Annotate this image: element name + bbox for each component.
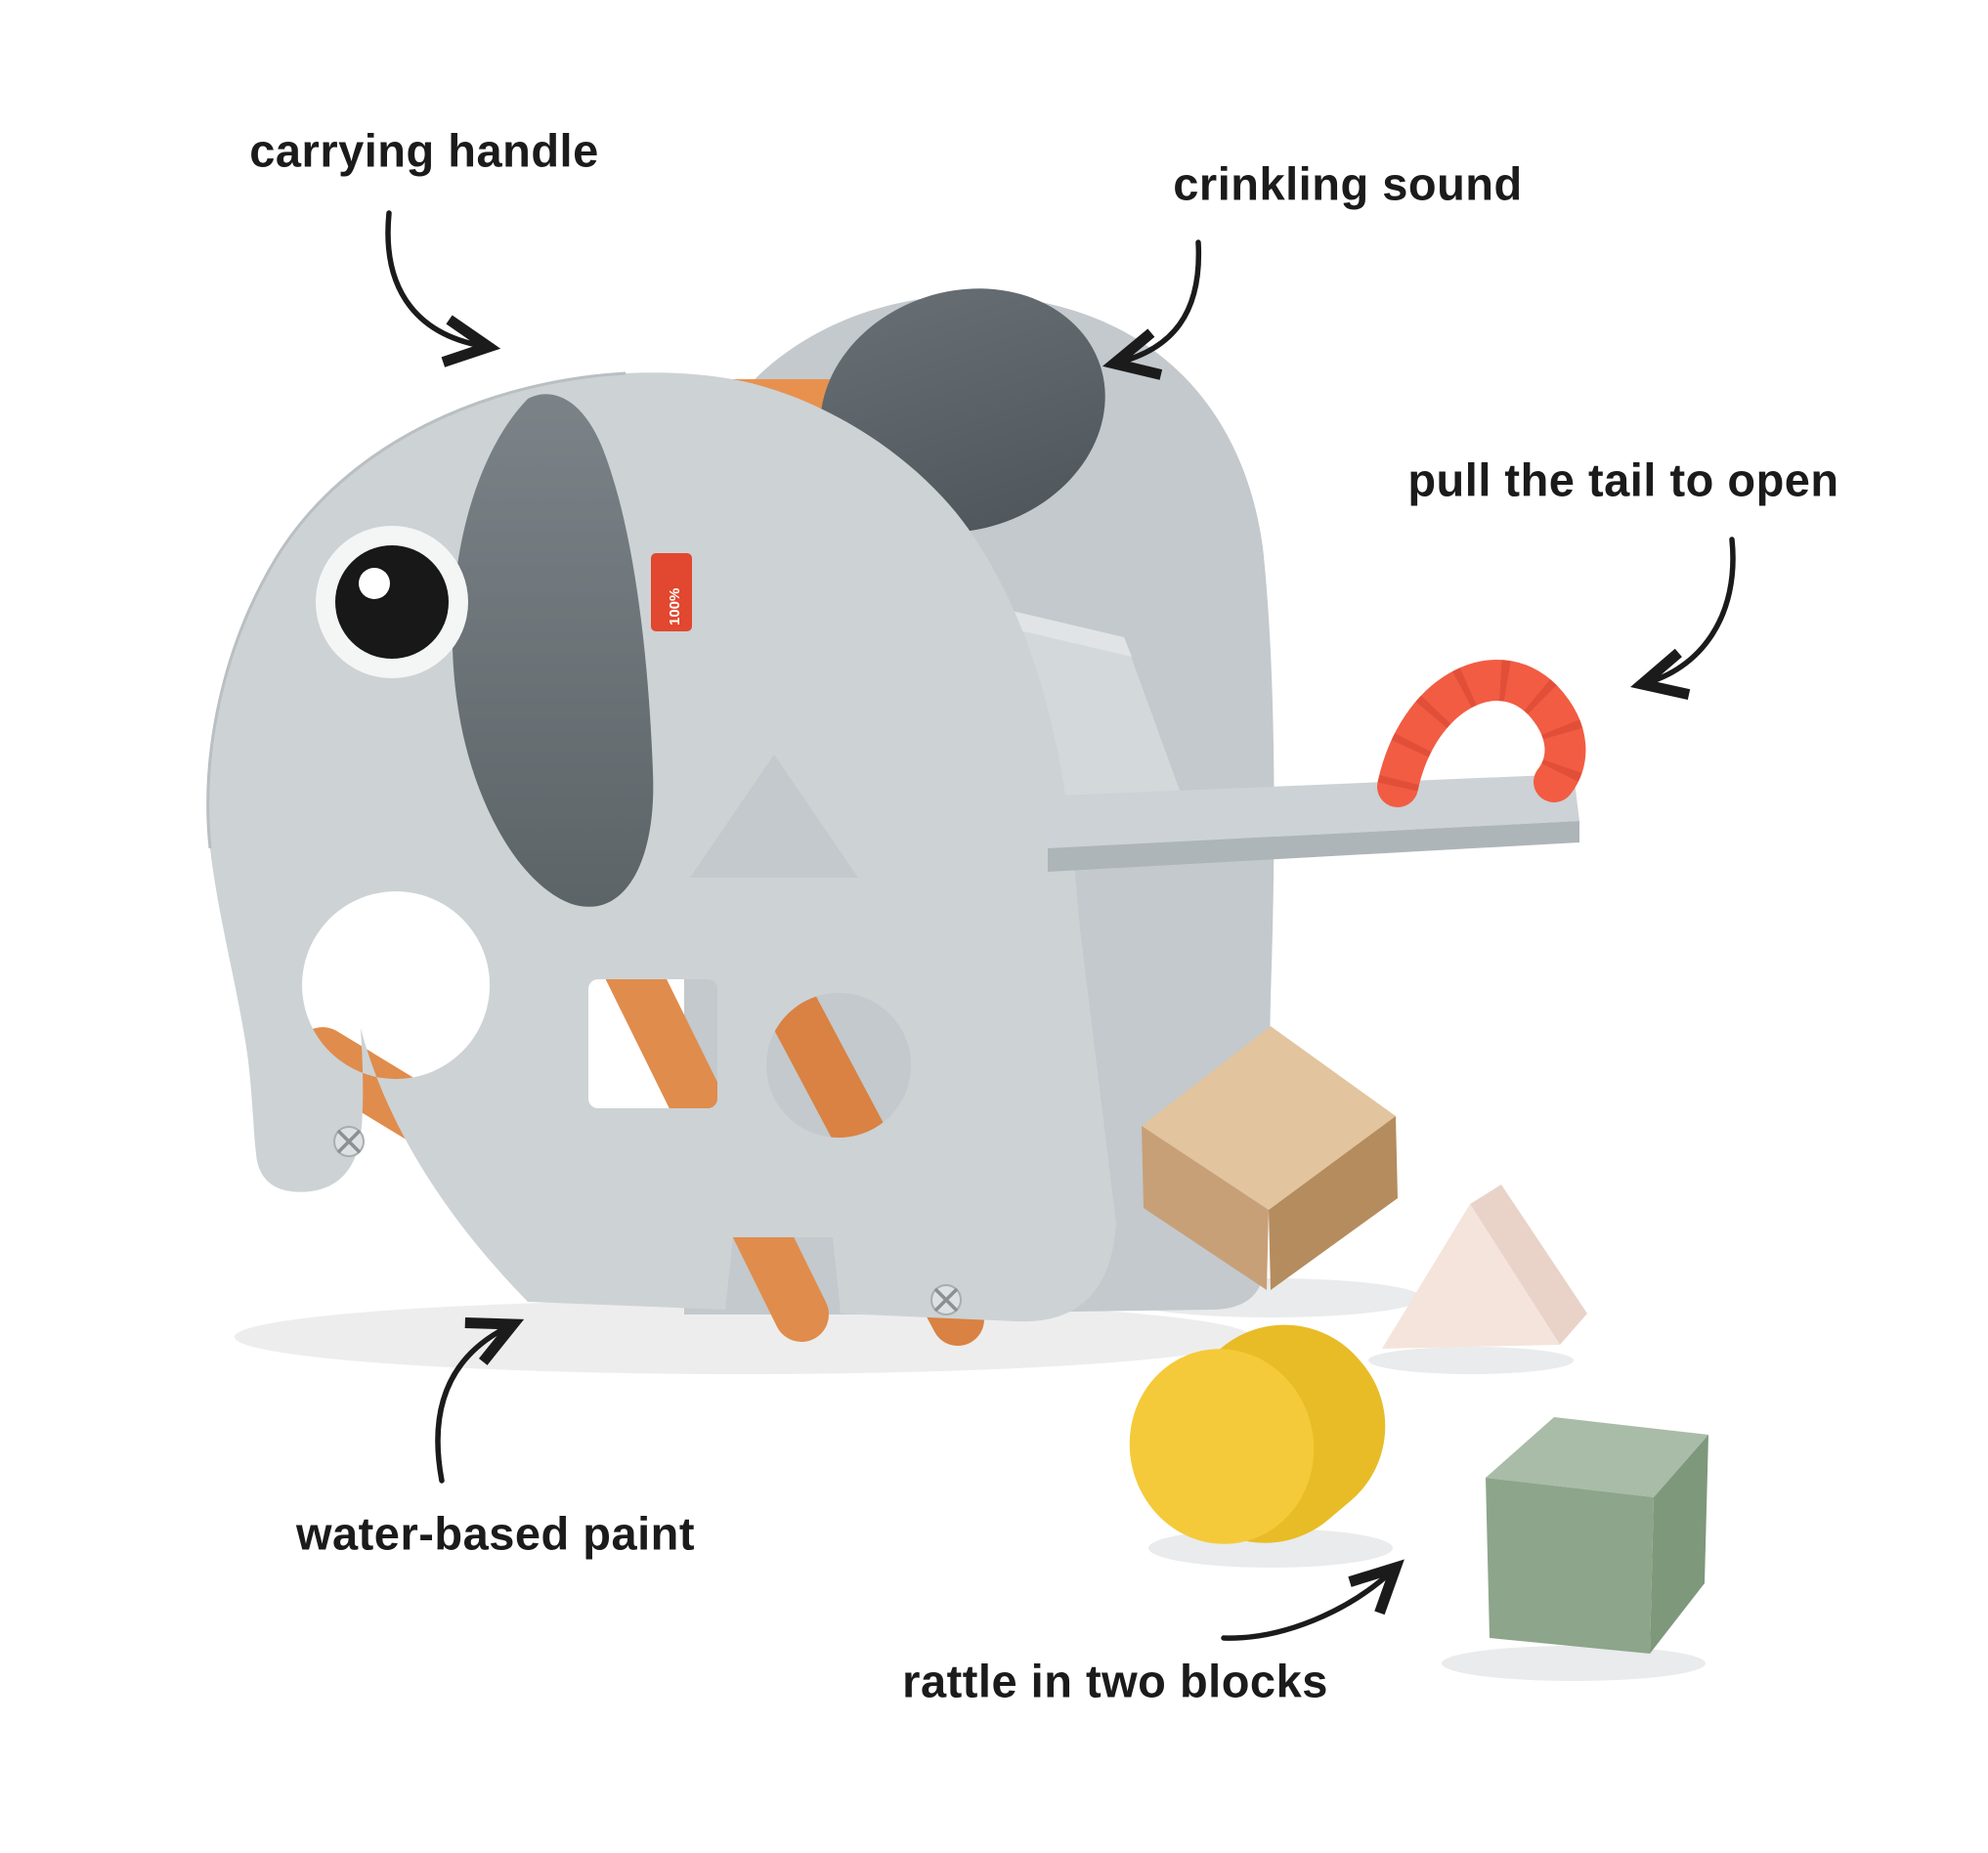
eye bbox=[316, 526, 468, 678]
arrow-rattle-blocks bbox=[1221, 1559, 1405, 1641]
block-wood-cube bbox=[1142, 1026, 1398, 1290]
tail-pull bbox=[1377, 660, 1586, 807]
arrow-water-based-paint bbox=[435, 1316, 525, 1484]
screw-rear bbox=[930, 1284, 962, 1315]
arrow-pull-tail bbox=[1630, 537, 1736, 701]
screw-front bbox=[333, 1126, 365, 1157]
panel-edge-highlight bbox=[206, 371, 627, 849]
block-yellow-cylinder bbox=[1129, 1324, 1386, 1544]
front-ear bbox=[452, 394, 654, 907]
screws bbox=[333, 1126, 962, 1315]
arrow-crinkling-sound bbox=[1102, 239, 1202, 380]
block-pink-triangle bbox=[1382, 1185, 1587, 1349]
annotation-rattle-blocks: rattle in two blocks bbox=[902, 1655, 1328, 1707]
annotation-carrying-handle: carrying handle bbox=[249, 124, 599, 177]
annotation-water-based-paint: water-based paint bbox=[295, 1507, 696, 1560]
annotation-pull-tail: pull the tail to open bbox=[1407, 453, 1839, 506]
tray bbox=[1036, 774, 1579, 872]
annotation-arrows bbox=[385, 210, 1736, 1641]
arrow-carrying-handle bbox=[385, 210, 501, 367]
annotation-crinkling-sound: crinkling sound bbox=[1173, 157, 1523, 210]
eye-highlight bbox=[359, 568, 390, 599]
brand-tag: 100% bbox=[651, 553, 692, 631]
tag-text: 100% bbox=[667, 588, 683, 625]
eye-pupil bbox=[335, 545, 449, 659]
block-green-cube bbox=[1486, 1417, 1708, 1654]
